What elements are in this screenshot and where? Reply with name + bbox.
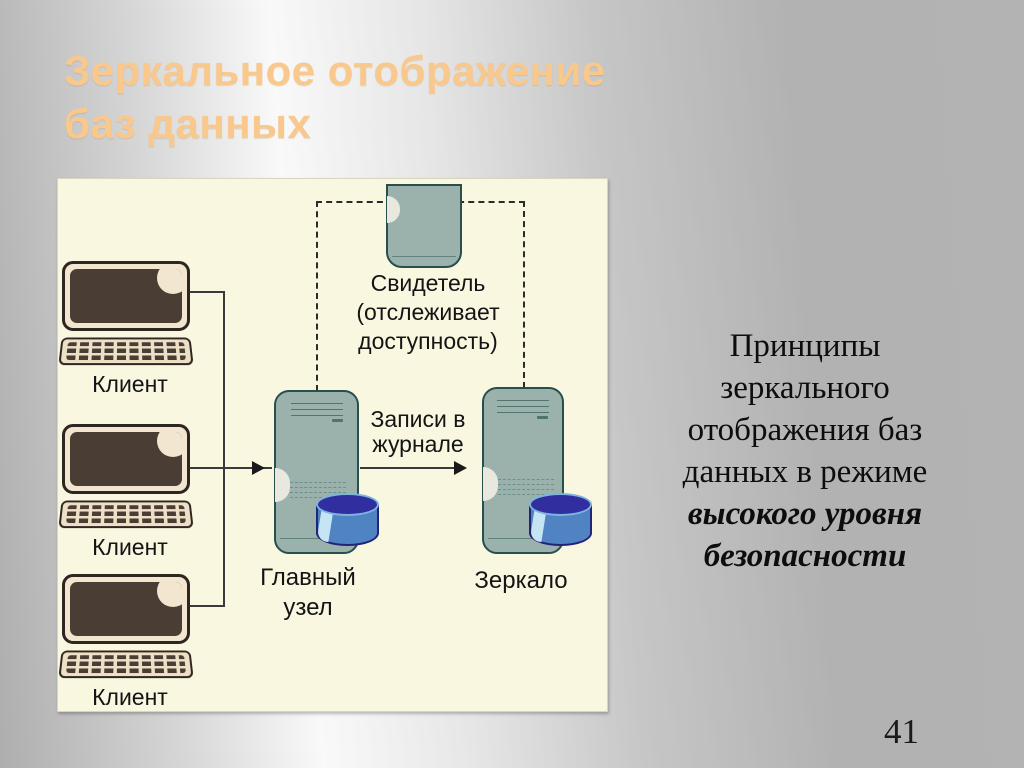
arrowhead-to-principal bbox=[252, 461, 265, 475]
monitor-screen bbox=[70, 582, 182, 636]
mirror-server-icon bbox=[482, 387, 564, 554]
keyboard-keys bbox=[66, 342, 186, 361]
principal-to-mirror-arrow bbox=[360, 467, 456, 469]
keyboard-icon bbox=[58, 500, 194, 529]
keyboard-keys bbox=[66, 655, 186, 674]
page-number: 41 bbox=[884, 712, 919, 751]
monitor-screen bbox=[70, 269, 182, 323]
database-icon bbox=[316, 493, 379, 546]
monitor-icon bbox=[62, 261, 190, 331]
client-computer-icon: Клиент bbox=[58, 574, 198, 710]
client-label: Клиент bbox=[92, 684, 168, 710]
monitor-screen bbox=[70, 432, 182, 486]
witness-label: Свидетель (отслеживает доступность) bbox=[356, 270, 500, 354]
client1-connector bbox=[186, 291, 225, 293]
slide-body-text: Принципы зеркального отображения баз дан… bbox=[655, 283, 955, 577]
client-label: Клиент bbox=[92, 534, 168, 560]
database-top bbox=[316, 493, 379, 516]
screen-glare bbox=[157, 432, 182, 457]
server-button-detail bbox=[387, 196, 400, 223]
arrowhead-to-mirror bbox=[454, 461, 467, 475]
witness-server-icon bbox=[386, 184, 462, 268]
clients-to-principal-arrow bbox=[186, 467, 272, 469]
server-button-detail bbox=[275, 468, 290, 502]
server-vents bbox=[276, 398, 357, 422]
dashed-line-left bbox=[316, 201, 318, 391]
log-records-label: Записи в журнале bbox=[370, 406, 466, 457]
server-button-detail bbox=[483, 467, 498, 501]
server-grille bbox=[290, 478, 346, 498]
screen-glare bbox=[157, 269, 182, 294]
body-text-emphasis: высокого уровня безопасности bbox=[687, 496, 923, 574]
server-base-line bbox=[488, 538, 558, 539]
client3-connector bbox=[186, 605, 225, 607]
monitor-icon bbox=[62, 574, 190, 644]
server-vents bbox=[484, 395, 562, 419]
server-base-line bbox=[392, 256, 456, 257]
client-trunk-line bbox=[223, 291, 225, 605]
mirroring-diagram: Свидетель (отслеживает доступность) Клие… bbox=[57, 178, 608, 712]
body-text-regular: Принципы зеркального отображения баз дан… bbox=[682, 328, 928, 490]
principal-label: Главный узел bbox=[260, 564, 356, 621]
slide-title: Зеркальное отображение баз данных bbox=[64, 47, 606, 147]
keyboard-keys bbox=[66, 505, 186, 524]
mirror-label: Зеркало bbox=[474, 567, 568, 594]
screen-glare bbox=[157, 582, 182, 607]
database-icon bbox=[529, 493, 592, 546]
server-base-line bbox=[280, 538, 353, 539]
client-computer-icon: Клиент bbox=[58, 424, 198, 560]
client-computer-icon: Клиент bbox=[58, 261, 198, 397]
server-grille bbox=[498, 475, 554, 495]
database-top bbox=[529, 493, 592, 516]
monitor-icon bbox=[62, 424, 190, 494]
dashed-line-right bbox=[523, 201, 525, 388]
keyboard-icon bbox=[58, 337, 194, 366]
client-label: Клиент bbox=[92, 371, 168, 397]
keyboard-icon bbox=[58, 650, 194, 679]
